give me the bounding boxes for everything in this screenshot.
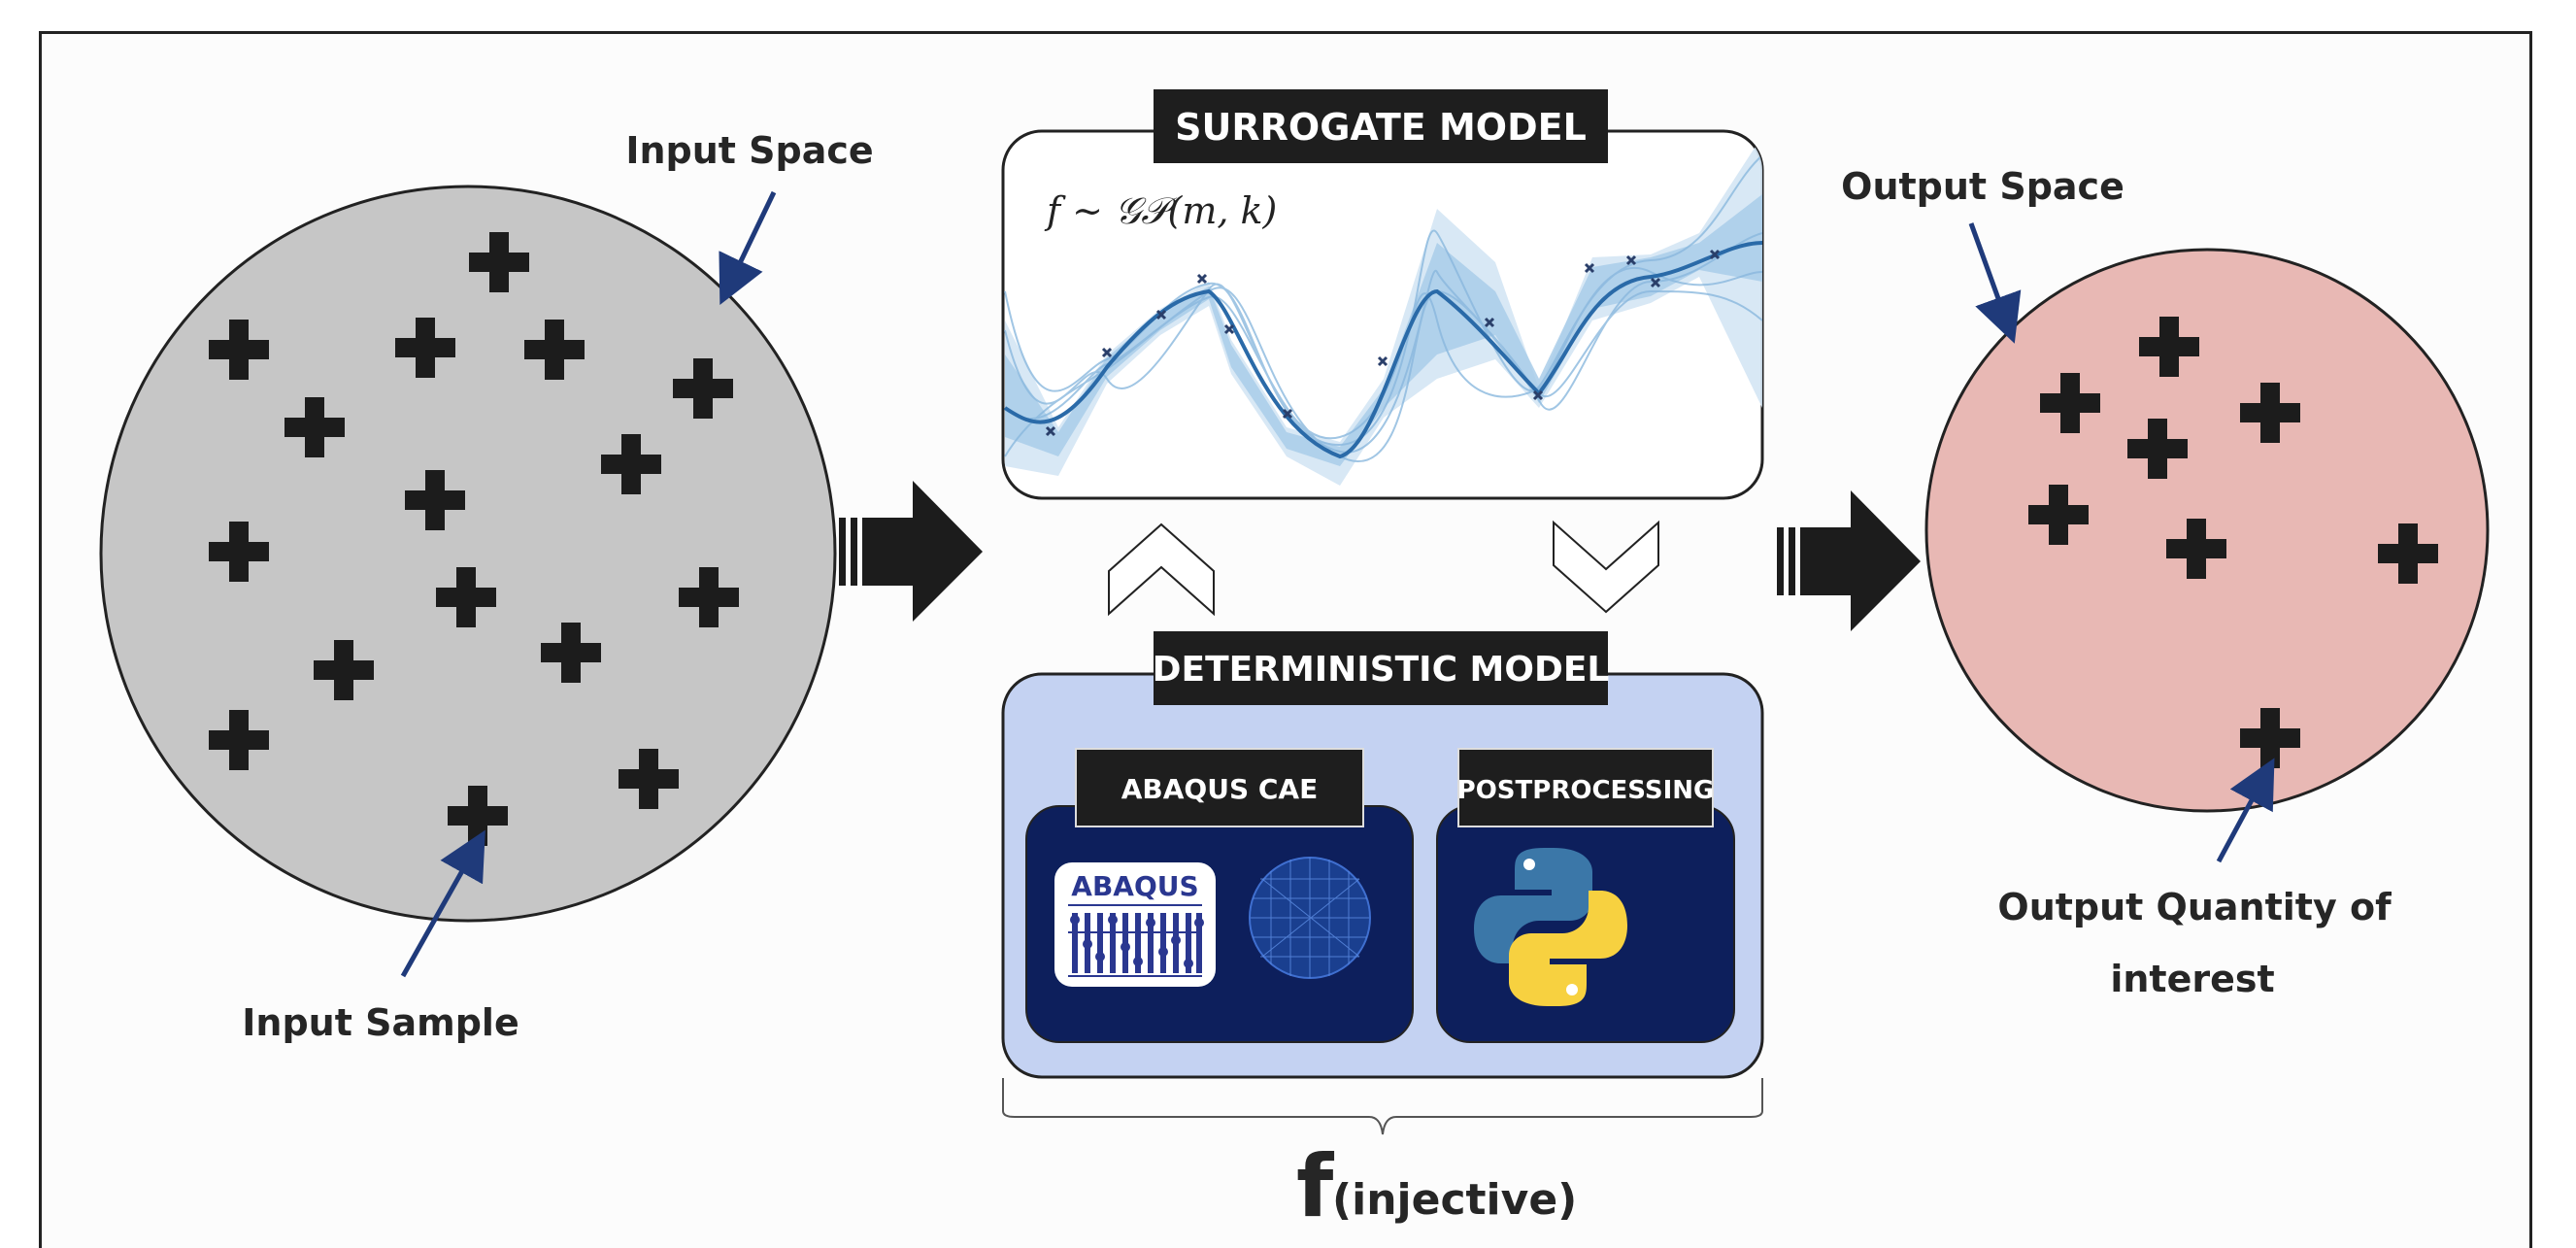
mesh-disc-icon	[1249, 857, 1371, 979]
deterministic-title-box	[1154, 631, 1608, 705]
input-space-circle	[99, 185, 837, 923]
deterministic-title: DETERMINISTIC MODEL	[1153, 650, 1610, 690]
curly-brace-icon	[1002, 1078, 1763, 1135]
input-space-pointer	[719, 190, 777, 306]
output-qoi-label-line2: interest	[2110, 958, 2274, 1000]
input-sample-pointer	[400, 829, 485, 978]
chevron-up-icon	[1108, 523, 1215, 617]
block-arrow-right-icon	[1777, 490, 1921, 631]
block-arrow-right-icon	[839, 481, 983, 622]
chevron-down-icon	[1553, 520, 1659, 614]
output-qoi-pointer	[2216, 758, 2275, 863]
abaqus-logo-text: ABAQUS	[1071, 870, 1198, 902]
abaqus-cae-title: ABAQUS CAE	[1121, 773, 1318, 805]
surrogate-title-box	[1154, 89, 1608, 163]
python-logo-icon	[1474, 848, 1627, 1006]
surrogate-model-box	[1001, 129, 1764, 500]
postprocessing-title-box	[1457, 748, 1714, 827]
output-space-label: Output Space	[1841, 165, 2124, 208]
output-qoi-label-line1: Output Quantity of	[1997, 886, 2392, 928]
input-space-label: Input Space	[625, 129, 873, 172]
abaqus-cae-title-box	[1075, 748, 1364, 827]
postprocessing-title: POSTPROCESSING	[1457, 776, 1715, 805]
abaqus-logo: ABAQUS	[1054, 862, 1216, 987]
input-sample-label: Input Sample	[242, 1001, 519, 1044]
function-note: (injective)	[1332, 1175, 1577, 1225]
function-symbol: f	[1296, 1136, 1335, 1236]
gp-formula: f ∼ 𝒢𝒫(m, k)	[1044, 189, 1277, 232]
surrogate-title: SURROGATE MODEL	[1175, 106, 1587, 149]
gp-plot	[1003, 136, 1762, 486]
output-space-pointer	[1968, 222, 2022, 344]
